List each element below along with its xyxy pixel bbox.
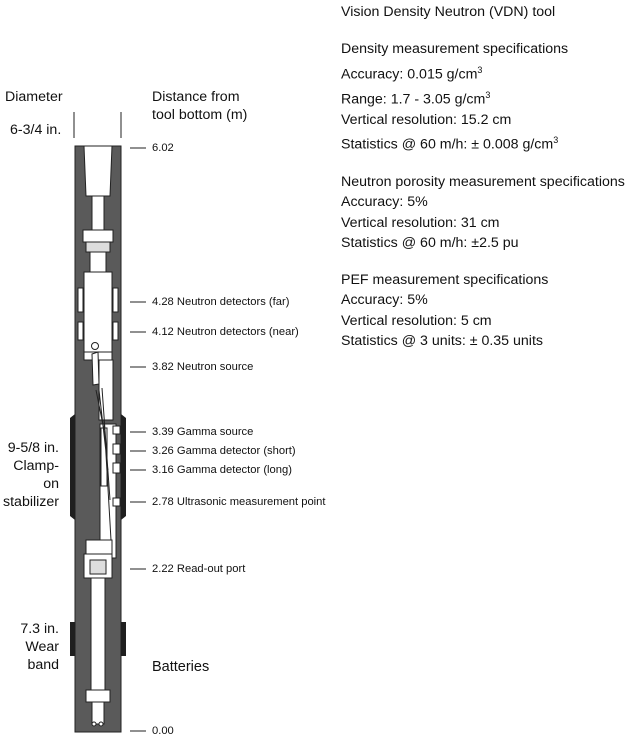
marker-label: 2.22 Read-out port bbox=[152, 563, 245, 575]
marker-value: 4.28 bbox=[152, 296, 174, 308]
marker-value: 0.00 bbox=[152, 725, 174, 737]
marker-label: 3.39 Gamma source bbox=[152, 426, 253, 438]
spec-line: Statistics @ 60 m/h: ± 0.008 g/cm3 bbox=[341, 134, 559, 153]
batteries-label: Batteries bbox=[152, 659, 210, 675]
diameter-top-label: 6-3/4 in. bbox=[10, 122, 62, 138]
marker-value: 2.22 bbox=[152, 563, 174, 575]
marker-text: Read-out port bbox=[173, 563, 246, 575]
upper-collar bbox=[85, 241, 111, 253]
marker-label: 3.16 Gamma detector (long) bbox=[152, 464, 292, 476]
marker-text: Gamma detector (short) bbox=[173, 445, 296, 457]
battery-cap bbox=[85, 689, 111, 703]
marker-value: 3.39 bbox=[152, 426, 174, 438]
marker-text: Ultrasonic measurement point bbox=[173, 496, 326, 508]
short-detector-port bbox=[112, 443, 121, 455]
marker-label: 4.12 Neutron detectors (near) bbox=[152, 326, 299, 338]
marker-text: Gamma detector (long) bbox=[173, 464, 292, 476]
marker-value: 3.26 bbox=[152, 445, 174, 457]
spec-line: Vertical resolution: 31 cm bbox=[341, 214, 500, 231]
marker-text: Gamma source bbox=[173, 426, 254, 438]
lower-flange bbox=[85, 539, 113, 555]
bottom-pin bbox=[91, 721, 97, 727]
marker-label: 4.28 Neutron detectors (far) bbox=[152, 296, 289, 308]
marker-value: 3.82 bbox=[152, 361, 174, 373]
upper-flange bbox=[82, 229, 114, 243]
section-heading: Neutron porosity measurement specificati… bbox=[341, 173, 625, 190]
marker-value: 6.02 bbox=[152, 142, 174, 154]
marker-ticks bbox=[130, 147, 146, 732]
marker-text: Neutron detectors (near) bbox=[173, 326, 299, 338]
ultrasonic-port bbox=[112, 497, 121, 507]
marker-value: 4.12 bbox=[152, 326, 174, 338]
wear-band-right bbox=[121, 622, 126, 656]
pef-specs: PEF measurement specifications Accuracy:… bbox=[341, 270, 641, 351]
neutron-source-marker bbox=[91, 342, 99, 350]
wear-band-label: 7.3 in. Wear band bbox=[20, 621, 59, 673]
diameter-header: Diameter bbox=[5, 89, 63, 105]
spec-line: Accuracy: 5% bbox=[341, 292, 428, 309]
spec-line: Statistics @ 3 units: ± 0.35 units bbox=[341, 333, 543, 350]
readout-port bbox=[89, 559, 107, 575]
density-specs: Density measurement specifications Accur… bbox=[341, 39, 641, 155]
marker-text: Neutron source bbox=[173, 361, 254, 373]
bottom-connector bbox=[91, 701, 105, 725]
near-detector-left bbox=[77, 321, 84, 341]
marker-value: 3.16 bbox=[152, 464, 174, 476]
spec-line: Vertical resolution: 15.2 cm bbox=[341, 111, 512, 128]
near-detector-right bbox=[112, 321, 119, 341]
long-detector-port bbox=[112, 462, 121, 474]
source-holder bbox=[91, 351, 100, 386]
marker-label: 0.00 bbox=[152, 725, 174, 737]
stabilizer-label: 9-5/8 in. Clamp-on stabilizer bbox=[3, 440, 59, 510]
spec-line: Vertical resolution: 5 cm bbox=[341, 312, 492, 329]
marker-label: 2.78 Ultrasonic measurement point bbox=[152, 496, 326, 508]
neutron-specs: Neutron porosity measurement specificati… bbox=[341, 172, 641, 253]
gamma-source-port bbox=[112, 425, 121, 435]
far-detector-right bbox=[112, 287, 119, 313]
spec-line: Range: 1.7 - 3.05 g/cm3 bbox=[341, 89, 491, 108]
bottom-pin bbox=[98, 721, 104, 727]
marker-label: 3.82 Neutron source bbox=[152, 361, 253, 373]
tool-title: Vision Density Neutron (VDN) tool bbox=[341, 4, 556, 20]
marker-label: 6.02 bbox=[152, 142, 174, 154]
section-heading: Density measurement specifications bbox=[341, 41, 569, 58]
specifications-panel: Vision Density Neutron (VDN) tool Densit… bbox=[341, 2, 641, 351]
neck-2 bbox=[89, 251, 107, 273]
wiring bbox=[95, 387, 112, 541]
top-bore bbox=[83, 145, 113, 197]
marker-text: Neutron detectors (far) bbox=[173, 296, 290, 308]
distance-header: Distance from tool bottom (m) bbox=[152, 89, 248, 123]
marker-value: 2.78 bbox=[152, 496, 174, 508]
spec-line: Accuracy: 5% bbox=[341, 194, 428, 211]
stabilizer-left bbox=[70, 414, 75, 520]
spec-line: Statistics @ 60 m/h: ±2.5 pu bbox=[341, 234, 519, 251]
spec-line: Accuracy: 0.015 g/cm3 bbox=[341, 64, 483, 83]
section-heading: PEF measurement specifications bbox=[341, 272, 549, 289]
wear-band-left bbox=[70, 622, 75, 656]
battery-pack bbox=[90, 577, 106, 691]
upper-neck bbox=[91, 195, 105, 231]
stabilizer-right bbox=[121, 414, 126, 520]
far-detector-left bbox=[77, 287, 84, 313]
marker-label: 3.26 Gamma detector (short) bbox=[152, 445, 296, 457]
